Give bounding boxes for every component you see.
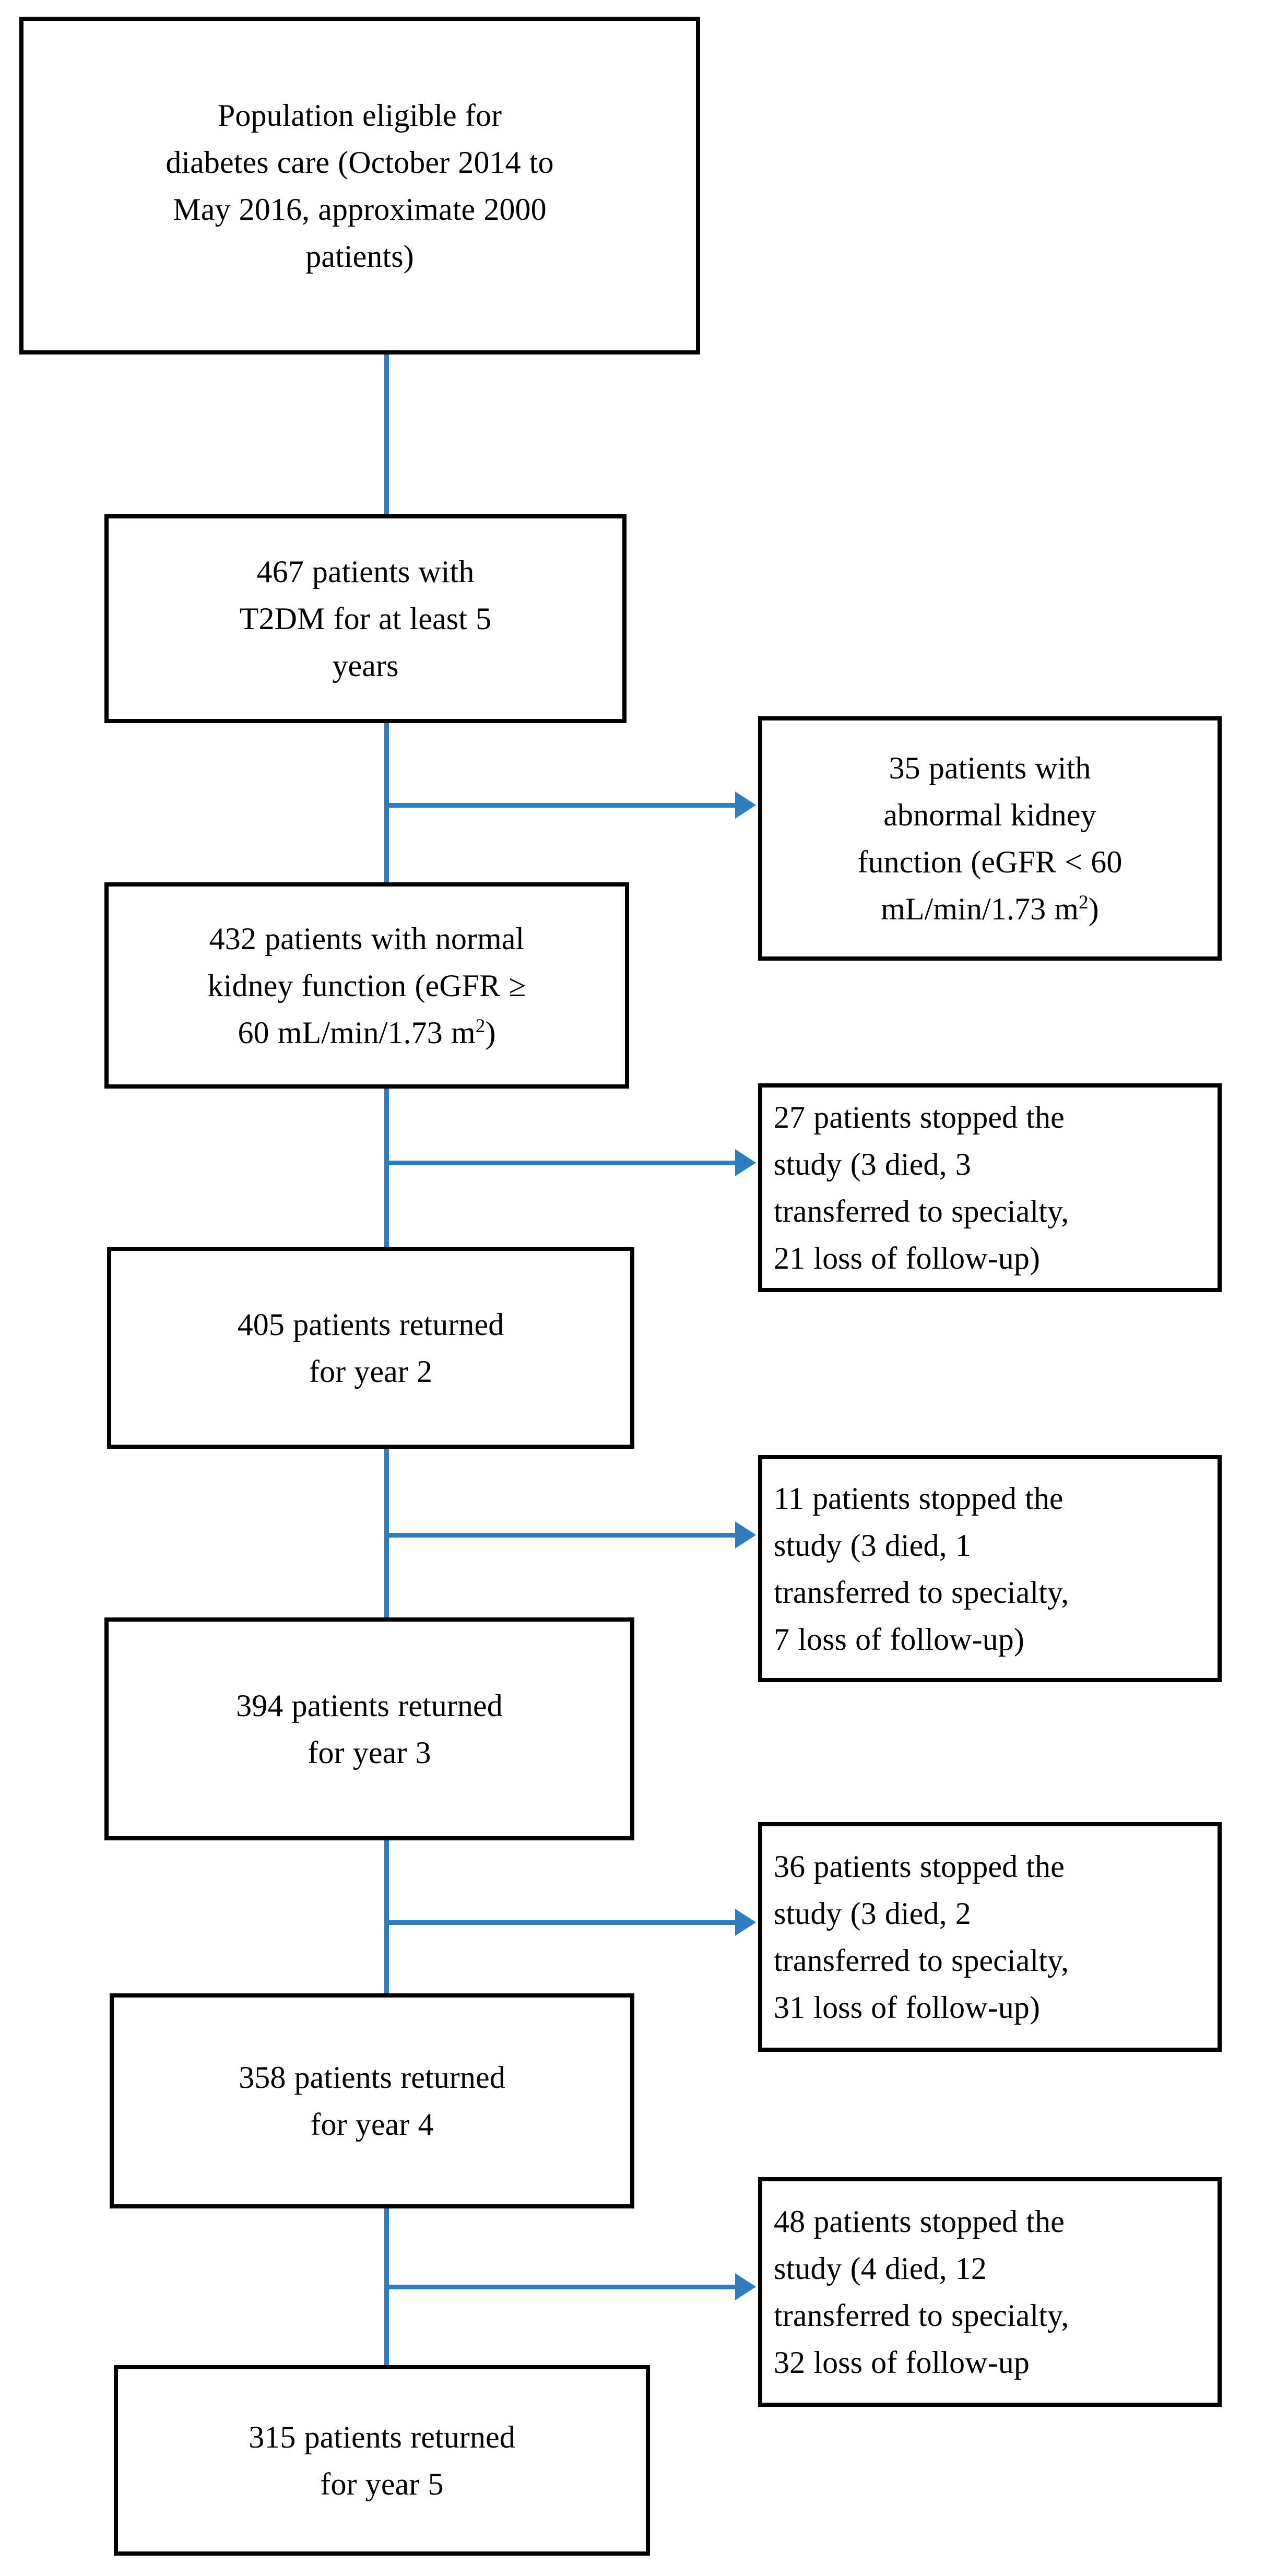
arrowhead-2 [735,1149,756,1176]
arrowhead-4 [735,1909,756,1936]
connector-trunk-2 [384,720,389,885]
arrowhead-1 [735,791,756,819]
connector-trunk-5 [384,1838,389,1996]
connector-trunk-1 [384,353,389,517]
arrowhead-5 [735,2273,756,2300]
connector-branch-2 [384,1161,737,1165]
arrowhead-3 [735,1521,756,1549]
connector-trunk-3 [384,1086,389,1249]
connector-branch-5 [384,2285,737,2289]
connector-branch-1 [384,803,737,808]
connector-branch-3 [384,1533,737,1538]
connector-branch-4 [384,1920,737,1925]
